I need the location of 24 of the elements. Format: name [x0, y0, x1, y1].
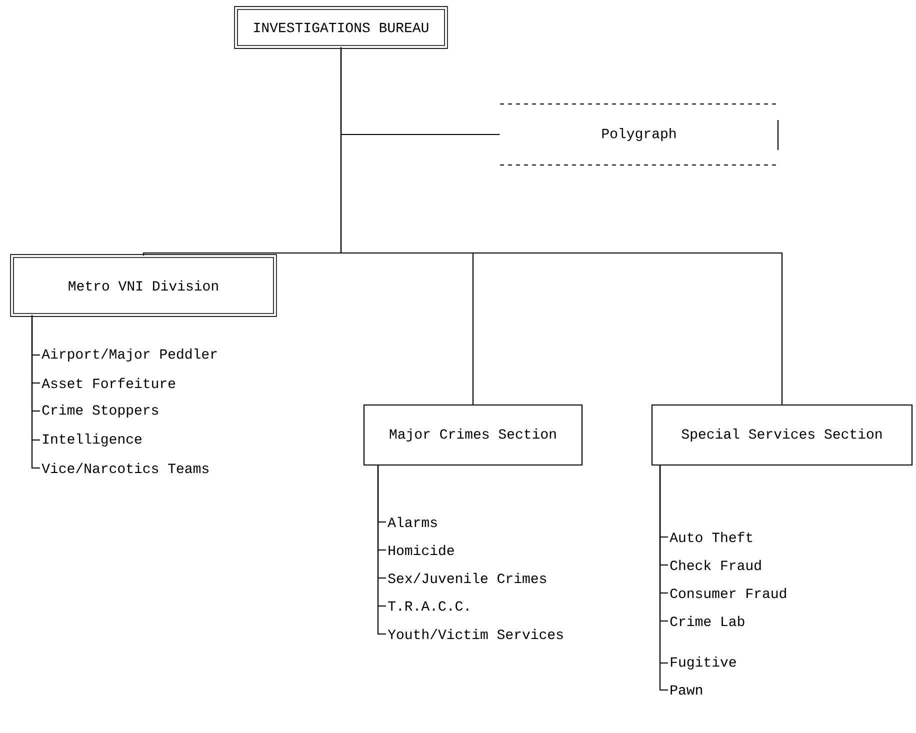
unit-label: Sex/Juvenile Crimes: [388, 572, 546, 584]
unit-label: Crime Lab: [670, 616, 744, 626]
connector-line: [31, 315, 40, 469]
unit-label: Asset Forfeiture: [42, 378, 176, 388]
unit-label: Youth/Victim Services: [388, 628, 563, 640]
unit-label: Intelligence: [42, 434, 142, 447]
unit-label: Auto Theft: [670, 532, 752, 542]
unit-label: Pawn: [670, 685, 702, 695]
unit-label: Airport/Major Peddler: [42, 348, 217, 362]
connector-line: [340, 47, 783, 404]
unit-label: Vice/Narcotics Teams: [42, 462, 208, 474]
section-box: Major Crimes Section: [363, 404, 583, 466]
title-box: INVESTIGATIONS BUREAU: [234, 6, 448, 49]
unit-label: Alarms: [388, 516, 437, 528]
unit-label: Homicide: [388, 544, 454, 556]
unit-label: T.R.A.C.C.: [388, 601, 468, 611]
unit-label: Crime Stoppers: [42, 404, 158, 418]
division-box: Metro VNI Division: [10, 254, 277, 317]
unit-label: Check Fraud: [670, 560, 761, 570]
section-box: Special Services Section: [651, 404, 913, 466]
dashed-box: Polygraph: [500, 104, 779, 166]
connector-line: [377, 466, 386, 635]
unit-label: Fugitive: [670, 656, 736, 670]
unit-label: Consumer Fraud: [670, 588, 786, 598]
